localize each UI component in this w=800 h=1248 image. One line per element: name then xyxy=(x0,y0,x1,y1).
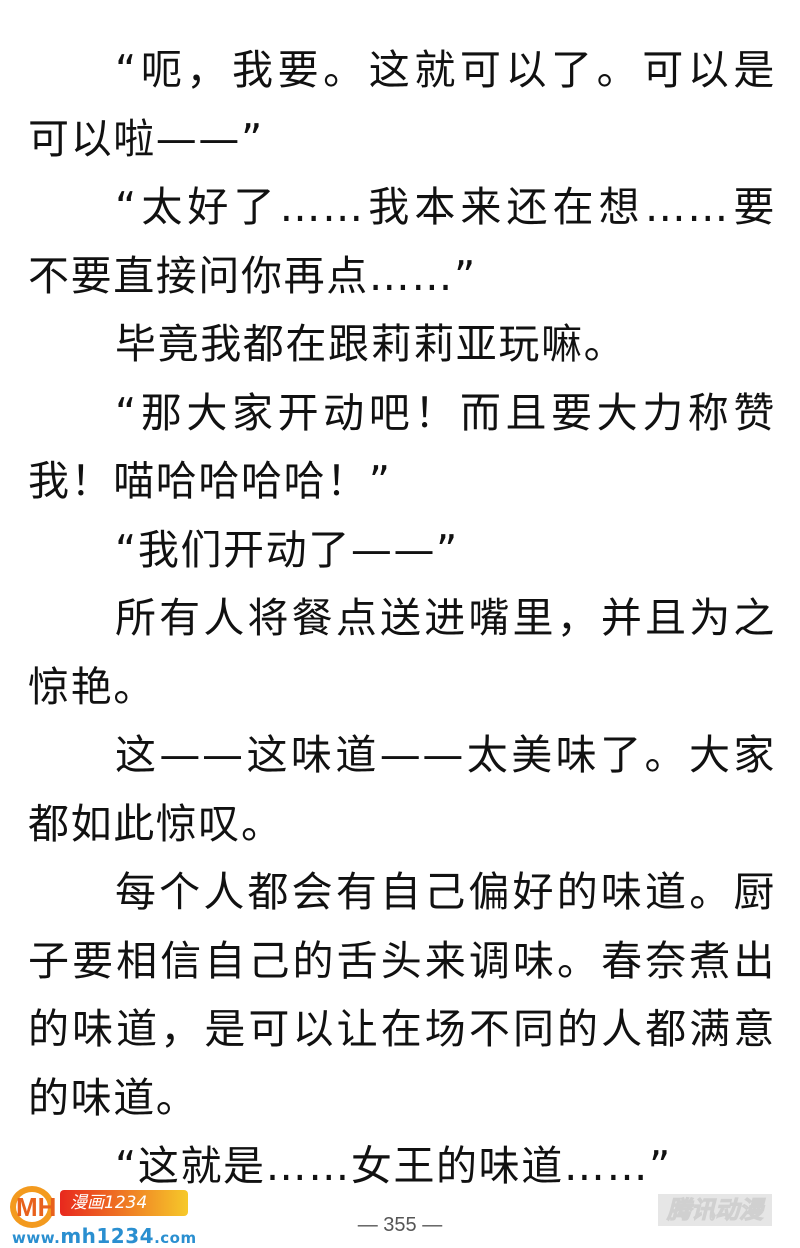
paragraph: “我们开动了——” xyxy=(115,525,459,574)
logo-badge: 漫画1234 xyxy=(60,1190,188,1216)
watermark-logo: 腾讯动漫 xyxy=(658,1194,772,1226)
paragraph: 每个人都会有自己偏好的味道。厨子要相信自己的舌头来调味。春奈煮出的味道，是可以让… xyxy=(28,868,776,1122)
paragraph: 这——这味道——太美味了。大家都如此惊叹。 xyxy=(28,731,776,848)
page-number: — 355 — xyxy=(357,1214,443,1236)
site-logo[interactable]: MH 漫画1234 www.mh1234.com xyxy=(8,1186,198,1248)
paragraph: 所有人将餐点送进嘴里，并且为之惊艳。 xyxy=(28,594,776,711)
novel-page-body: “呃，我要。这就可以了。可以是可以啦——” “太好了……我本来还在想……要不要直… xyxy=(28,36,776,1201)
paragraph: “那大家开动吧！而且要大力称赞我！喵哈哈哈哈！” xyxy=(28,388,776,506)
logo-url: www.mh1234.com xyxy=(12,1224,197,1248)
paragraph: 毕竟我都在跟莉莉亚玩嘛。 xyxy=(115,320,627,368)
mh-logo-icon: MH xyxy=(10,1186,56,1228)
paragraph: “太好了……我本来还在想……要不要直接问你再点……” xyxy=(28,183,776,300)
paragraph: “这就是……女王的味道……” xyxy=(115,1142,672,1190)
page-footer: MH 漫画1234 www.mh1234.com — 355 — 腾讯动漫 xyxy=(0,1186,800,1248)
paragraph: “呃，我要。这就可以了。可以是可以啦——” xyxy=(28,46,776,163)
